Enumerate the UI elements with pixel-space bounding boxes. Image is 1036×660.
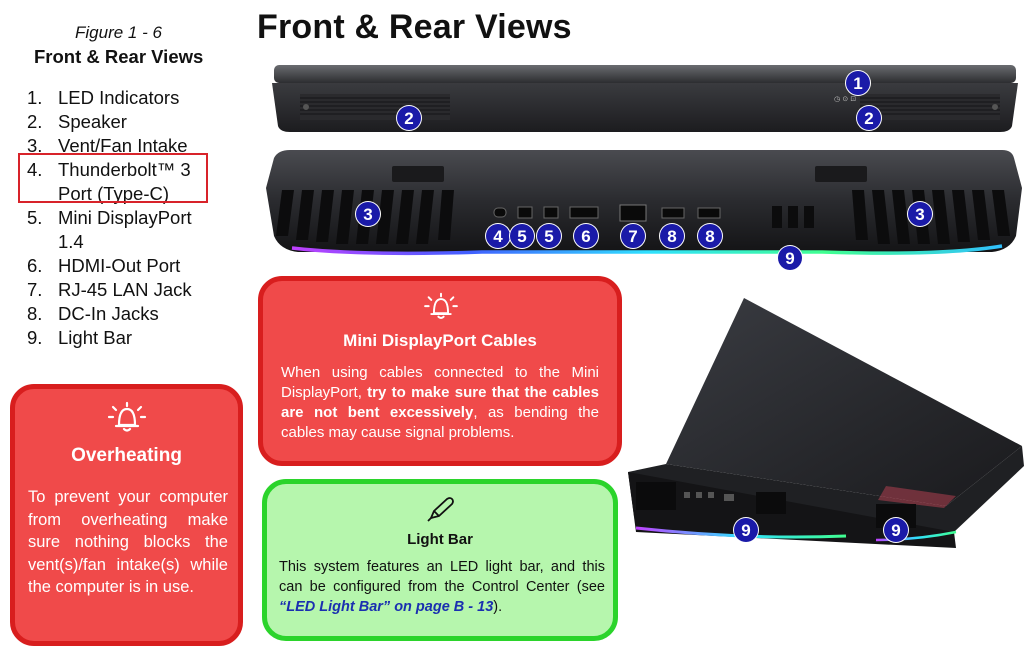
list-item-number: 4. — [27, 159, 43, 180]
callout-badge-speaker: 2 — [857, 106, 881, 130]
callout-badge-light-bar: 9 — [884, 518, 908, 542]
list-item-number: 5. — [27, 207, 43, 228]
list-item: 4. Thunderbolt™ 3 Port (Type-C) — [27, 158, 204, 206]
led-indicator-glyphs: ◷ ⊙ ⊡ — [834, 95, 856, 103]
list-item-number: 1. — [27, 87, 43, 108]
mini-displayport-title: Mini DisplayPort Cables — [343, 331, 537, 350]
pen-icon — [427, 497, 454, 522]
callout-badge-speaker: 2 — [397, 106, 421, 130]
callout-badge-vent: 3 — [356, 202, 380, 226]
list-item: 1. LED Indicators — [27, 86, 204, 110]
laptop-front-view-image: ◷ ⊙ ⊡ — [272, 65, 1018, 132]
warning-bell-icon — [107, 401, 147, 432]
laptop-rear-view-image — [266, 150, 1022, 256]
list-item-number: 2. — [27, 111, 43, 132]
text-segment: , as bending the cables may cause signal… — [281, 404, 599, 441]
page-title: Front & Rear Views — [257, 8, 572, 46]
list-item-number: 8. — [27, 303, 43, 324]
list-item-label: Light Bar — [58, 327, 133, 348]
light-bar-note-box: Light Bar This system features an LED li… — [262, 479, 618, 641]
light-bar-text: This system features an LED light bar, a… — [279, 557, 605, 617]
list-item: 9. Light Bar — [27, 326, 204, 350]
list-item-label: Thunderbolt™ 3 Port (Type-C) — [58, 159, 191, 204]
light-bar-title: Light Bar — [407, 531, 473, 548]
list-item-label: HDMI-Out Port — [58, 255, 181, 276]
list-item: 8. DC-In Jacks — [27, 302, 204, 326]
warning-bell-icon — [424, 292, 458, 319]
overheating-warning-box: Overheating To prevent your computer fro… — [10, 384, 243, 646]
callout-badge-dc-in: 8 — [660, 224, 684, 248]
laptop-angled-view-image — [628, 298, 1024, 548]
callout-badge-hdmi: 6 — [574, 224, 598, 248]
callout-badge-vent: 3 — [908, 202, 932, 226]
list-item: 2. Speaker — [27, 110, 204, 134]
list-item-number: 7. — [27, 279, 43, 300]
mini-displayport-text: When using cables connected to the Mini … — [281, 363, 599, 443]
overheating-text: To prevent your computer from overheatin… — [28, 488, 228, 596]
emphasis-text: try to make sure that the cables are not… — [281, 384, 599, 421]
list-item-label: Speaker — [58, 111, 127, 132]
page-reference-link[interactable]: “LED Light Bar” on page B - 13 — [279, 599, 494, 615]
callout-badge-light-bar: 9 — [778, 246, 802, 270]
list-item: 7. RJ-45 LAN Jack — [27, 278, 204, 302]
callout-badge-led-indicators: 1 — [846, 71, 870, 95]
text-segment: When using cables connected to the Mini … — [281, 364, 599, 401]
mini-displayport-warning-box: Mini DisplayPort Cables When using cable… — [258, 276, 622, 466]
callout-badge-thunderbolt: 4 — [486, 224, 510, 248]
list-item-number: 3. — [27, 135, 43, 156]
list-item-number: 9. — [27, 327, 43, 348]
callout-badge-dc-in: 8 — [698, 224, 722, 248]
parts-list: 1. LED Indicators 2. Speaker 3. Vent/Fan In… — [27, 86, 204, 350]
list-item: 6. HDMI-Out Port — [27, 254, 204, 278]
callout-badge-mini-displayport: 5 — [537, 224, 561, 248]
overheating-title: Overheating — [71, 445, 182, 466]
list-item-label: DC-In Jacks — [58, 303, 159, 324]
list-item: 5. Mini DisplayPort 1.4 — [27, 206, 204, 254]
list-item-label: RJ-45 LAN Jack — [58, 279, 192, 300]
callout-badge-rj45: 7 — [621, 224, 645, 248]
list-item-number: 6. — [27, 255, 43, 276]
callout-badge-light-bar: 9 — [734, 518, 758, 542]
list-item-label: Vent/Fan Intake — [58, 135, 188, 156]
list-item-label: LED Indicators — [58, 87, 180, 108]
figure-title: Front & Rear Views — [34, 46, 204, 67]
list-item-label: Mini DisplayPort 1.4 — [58, 207, 192, 252]
callout-badge-mini-displayport: 5 — [510, 224, 534, 248]
text-segment: This system features an LED light bar, a… — [279, 559, 605, 595]
figure-number: Figure 1 - 6 — [75, 23, 162, 42]
thunderbolt-highlight-box — [18, 153, 208, 203]
list-item: 3. Vent/Fan Intake — [27, 134, 204, 158]
text-segment: ). — [493, 599, 503, 615]
